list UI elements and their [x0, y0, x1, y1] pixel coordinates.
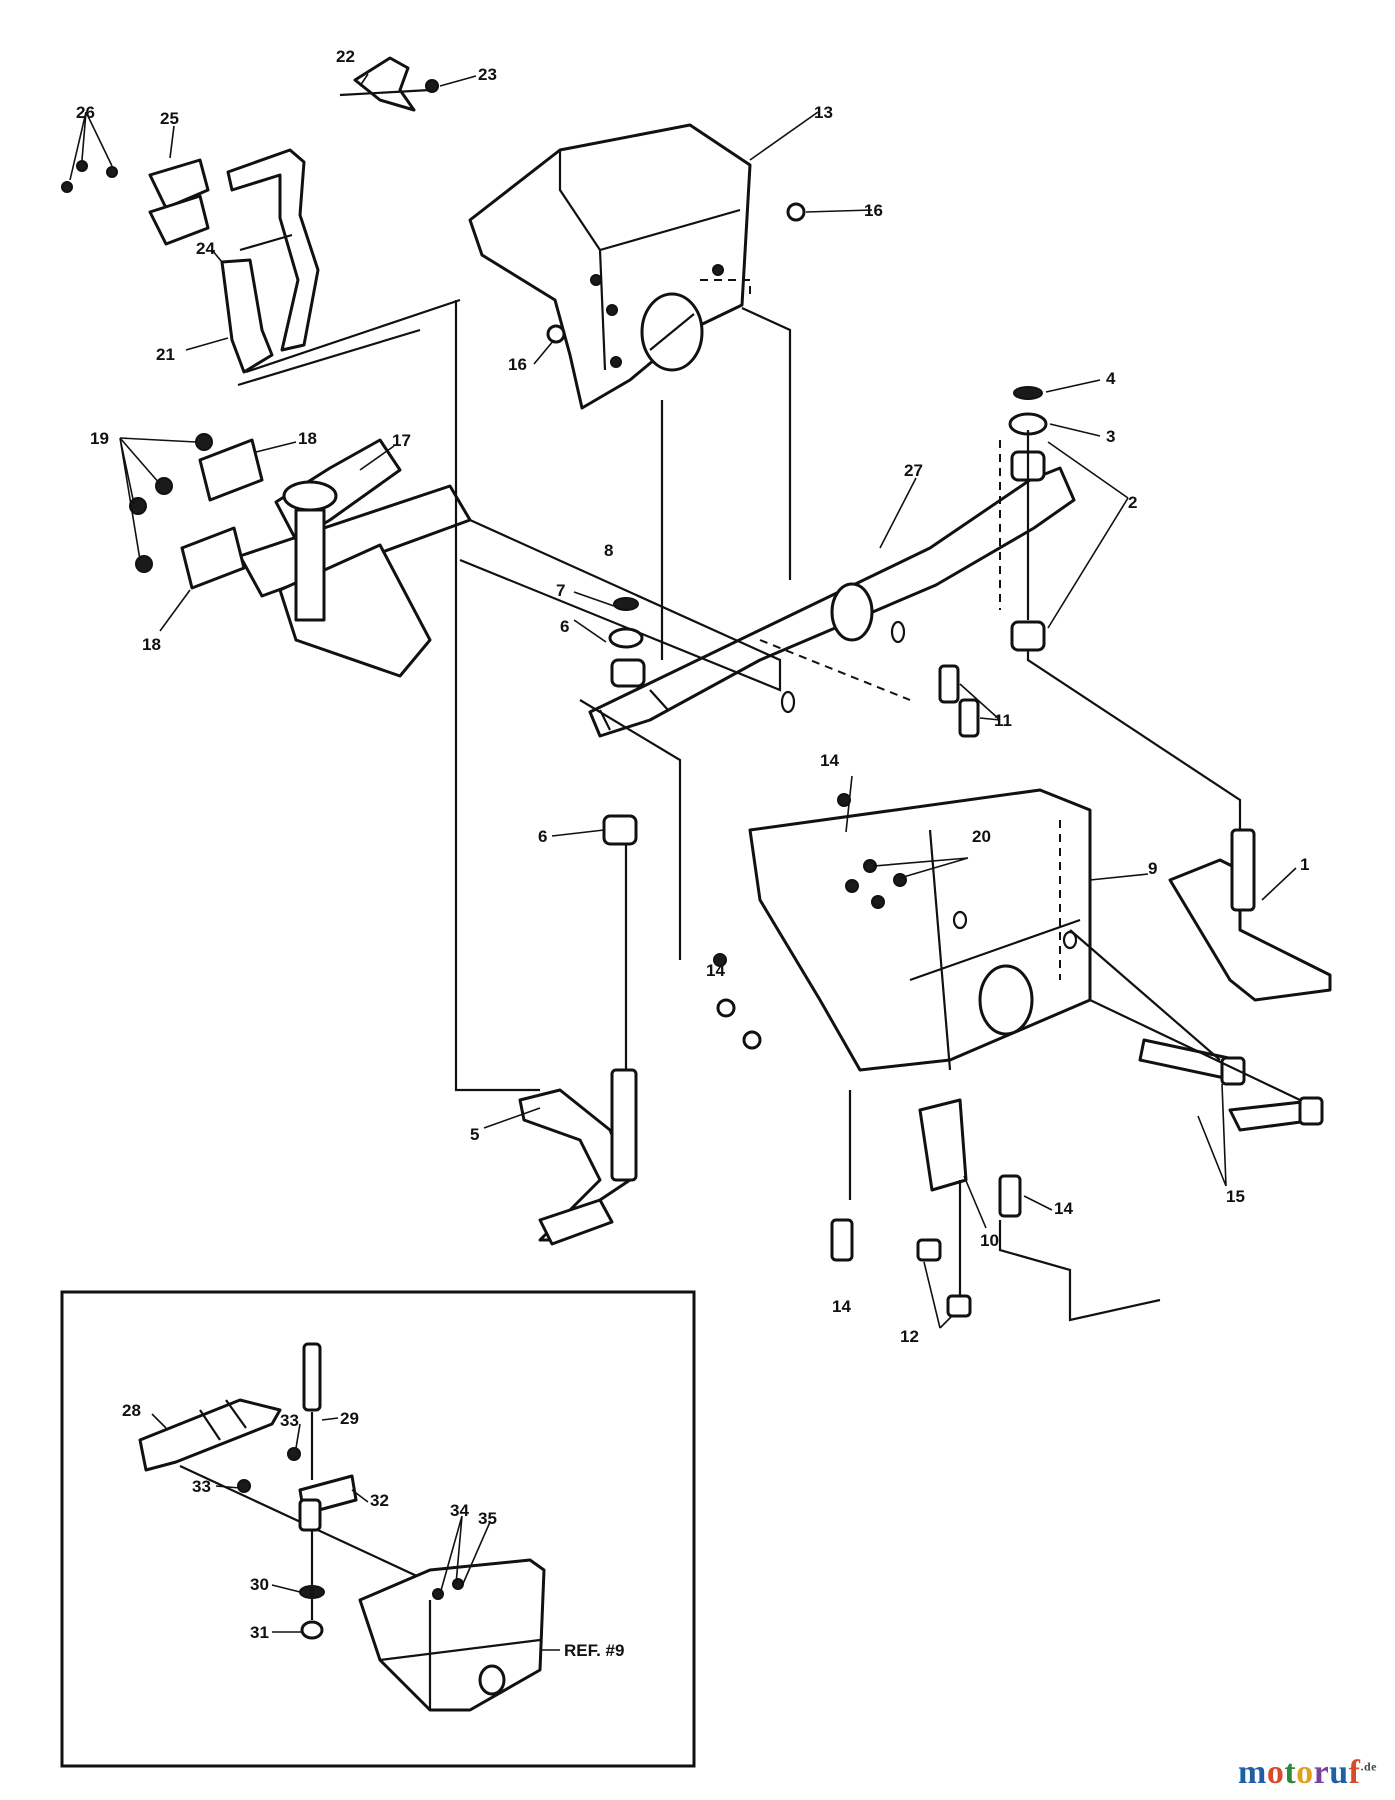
steering-shaft-assembly [129, 433, 782, 692]
callout-6a: 6 [538, 827, 547, 846]
watermark-letter: o [1266, 1754, 1285, 1791]
callout-14d: 14 [832, 1297, 851, 1316]
callout-31: 31 [250, 1623, 269, 1642]
callout-14b: 14 [706, 961, 725, 980]
callout-17: 17 [392, 431, 411, 450]
callout-10: 10 [980, 1231, 999, 1250]
callout-25: 25 [160, 109, 179, 128]
watermark-suffix: .de [1360, 1759, 1377, 1774]
callout-14a: 14 [820, 751, 839, 770]
callout-6b: 6 [560, 617, 569, 636]
callout-11: 11 [994, 711, 1012, 730]
watermark-letter: f [1348, 1754, 1361, 1791]
callout-16a: 16 [864, 201, 883, 220]
callout-labels: 1 2 3 4 5 6 6 7 8 9 10 11 12 13 14 14 14… [76, 47, 1309, 1660]
callout-28: 28 [122, 1401, 141, 1420]
callout-20: 20 [972, 827, 991, 846]
callout-32: 32 [370, 1491, 389, 1510]
callout-24: 24 [196, 239, 215, 258]
callout-33a: 33 [280, 1411, 299, 1430]
callout-7: 7 [556, 581, 565, 600]
upper-bracket-housing [468, 123, 806, 410]
watermark-letter: o [1296, 1754, 1314, 1791]
callout-12: 12 [900, 1327, 919, 1346]
spindle-right [1168, 828, 1332, 1002]
callout-27: 27 [904, 461, 923, 480]
callout-16b: 16 [508, 355, 527, 374]
callout-21: 21 [156, 345, 175, 364]
callout-8: 8 [604, 541, 613, 560]
inset-ref-label: REF. #9 [564, 1641, 624, 1660]
spindle-left [518, 1068, 638, 1246]
callout-29: 29 [340, 1409, 359, 1428]
callout-22: 22 [336, 47, 355, 66]
front-axle [588, 386, 1076, 846]
watermark-letter: u [1329, 1754, 1349, 1791]
callout-15: 15 [1226, 1187, 1245, 1206]
callout-30: 30 [250, 1575, 269, 1594]
steering-lever-assembly [61, 56, 461, 387]
lower-hardware [713, 664, 1324, 1318]
callout-2: 2 [1128, 493, 1137, 512]
callout-4: 4 [1106, 369, 1116, 388]
axle-support-bracket [716, 788, 1092, 1072]
callout-3: 3 [1106, 427, 1115, 446]
callout-5: 5 [470, 1125, 479, 1144]
watermark-letter: t [1284, 1754, 1297, 1791]
watermark-logo: motoruf.de [1238, 1754, 1377, 1792]
callout-26: 26 [76, 103, 95, 122]
callout-19: 19 [90, 429, 109, 448]
leader-lines [69, 73, 1297, 1329]
callout-18b: 18 [142, 635, 161, 654]
watermark-letter: m [1238, 1754, 1267, 1791]
callout-13: 13 [814, 103, 833, 122]
callout-9: 9 [1148, 859, 1157, 878]
assembly-guide-lines [454, 279, 1301, 1322]
callout-34: 34 [450, 1501, 469, 1520]
callout-35: 35 [478, 1509, 497, 1528]
callout-18a: 18 [298, 429, 317, 448]
callout-33b: 33 [192, 1477, 211, 1496]
callout-1: 1 [1300, 855, 1309, 874]
callout-14c: 14 [1054, 1199, 1073, 1218]
watermark-letter: r [1313, 1754, 1330, 1791]
callout-23: 23 [478, 65, 497, 84]
inset-panel [60, 1290, 696, 1768]
